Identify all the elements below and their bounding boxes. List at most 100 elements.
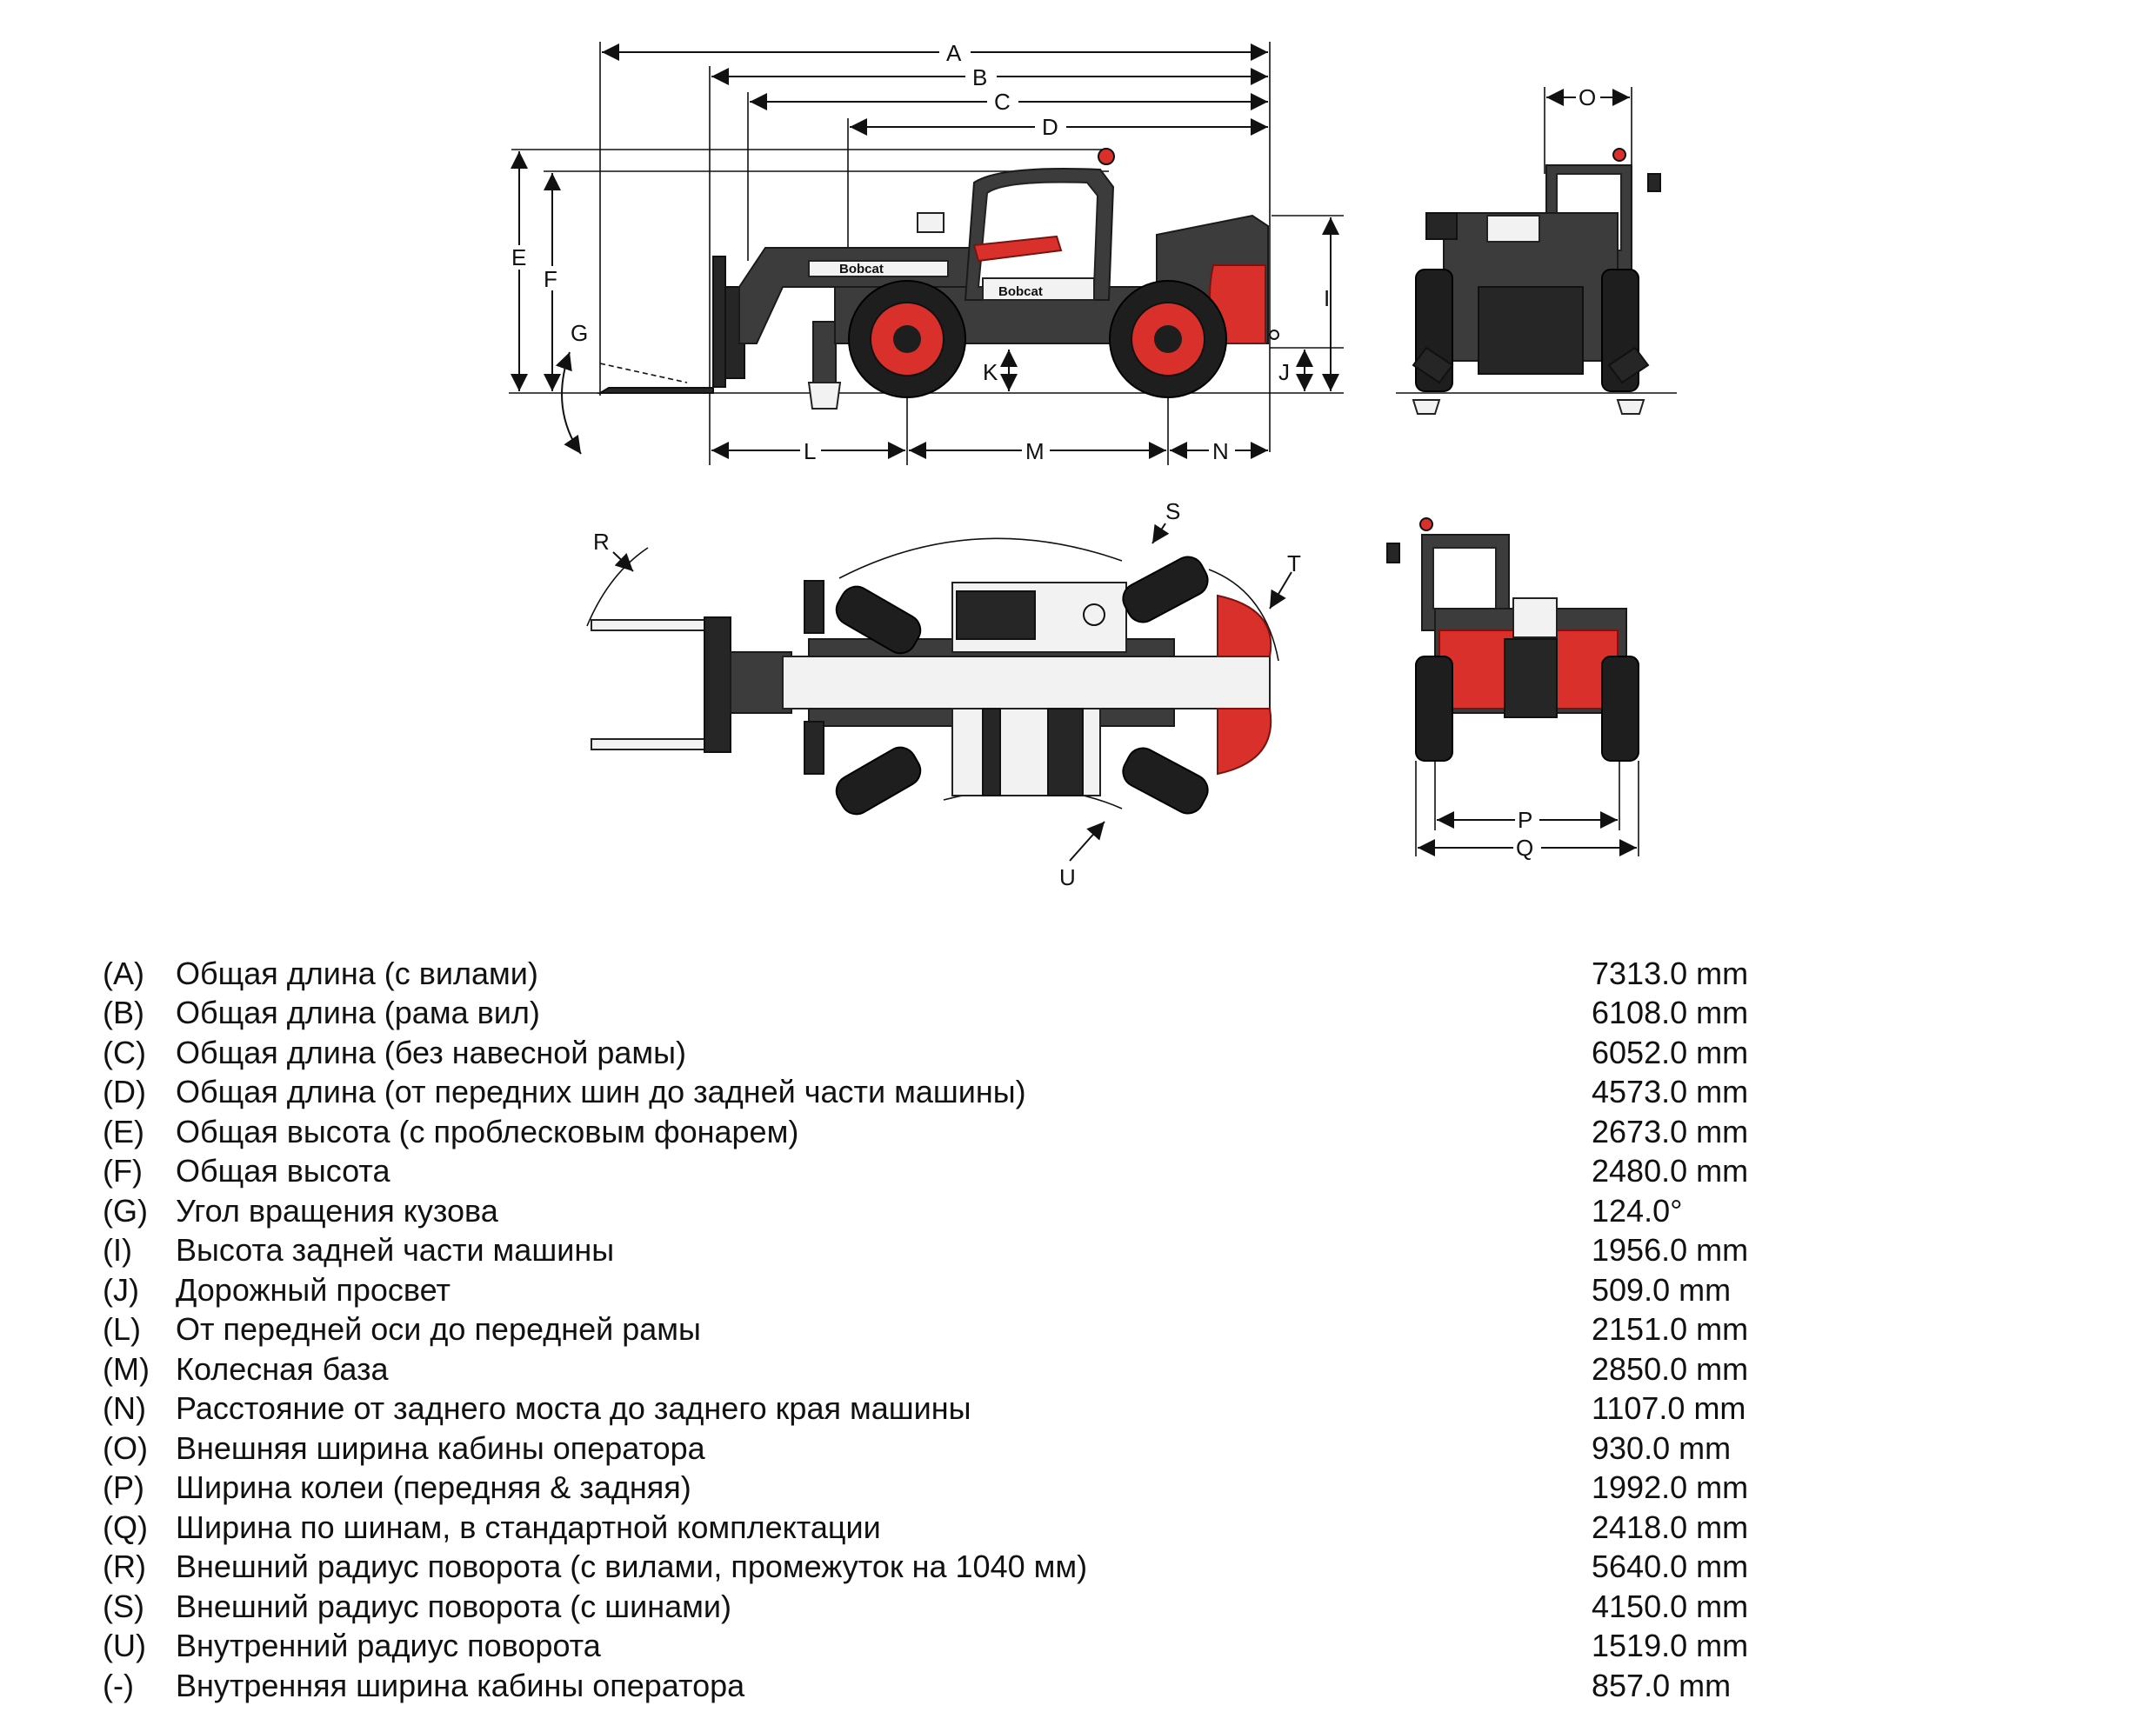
- spec-value: 4150.0 mm: [1592, 1588, 1749, 1624]
- spec-label: Общая длина (с вилами): [176, 955, 538, 991]
- spec-row-a: (A) Общая длина (с вилами) 7313.0 mm: [103, 954, 1790, 994]
- dim-label-c: C: [994, 89, 1011, 115]
- dim-label-b: B: [972, 64, 987, 90]
- dim-label-k: K: [983, 359, 998, 385]
- spec-row-m: (M) Колесная база 2850.0 mm: [103, 1349, 1790, 1389]
- spec-label: Ширина по шинам, в стандартной комплекта…: [176, 1509, 881, 1545]
- dim-label-s: S: [1165, 498, 1180, 524]
- spec-label: Внешний радиус поворота (с вилами, проме…: [176, 1549, 1088, 1585]
- rear-view: P Q: [1386, 517, 1639, 861]
- spec-value: 930.0 mm: [1592, 1429, 1732, 1466]
- spec-row-s: (S) Внешний радиус поворота (с шинами) 4…: [103, 1587, 1790, 1627]
- spec-code: (A): [103, 955, 144, 991]
- spec-label: Угол вращения кузова: [176, 1192, 498, 1229]
- dim-label-o: O: [1579, 84, 1596, 110]
- spec-row-g: (G) Угол вращения кузова 124.0°: [103, 1191, 1790, 1231]
- spec-value: 4573.0 mm: [1592, 1074, 1749, 1110]
- spec-row-c: (C) Общая длина (без навесной рамы) 6052…: [103, 1033, 1790, 1073]
- spec-code: (J): [103, 1271, 139, 1308]
- spec-label: Общая высота: [176, 1153, 390, 1189]
- spec-row-f: (F) Общая высота 2480.0 mm: [103, 1152, 1790, 1192]
- dim-label-i: I: [1324, 285, 1330, 311]
- spec-code: (O): [103, 1429, 148, 1466]
- cab-brand-label: Bobcat: [998, 284, 1043, 299]
- spec-value: 2151.0 mm: [1592, 1311, 1749, 1348]
- dimension-drawing: A B C D E F G I J K L M N: [509, 40, 1677, 890]
- spec-value: 1107.0 mm: [1592, 1390, 1746, 1427]
- spec-value: 857.0 mm: [1592, 1667, 1732, 1703]
- spec-row-i: (I) Высота задней части машины 1956.0 mm: [103, 1231, 1790, 1271]
- spec-label: От передней оси до передней рамы: [176, 1311, 701, 1348]
- dim-label-r: R: [593, 529, 610, 555]
- spec-code: (S): [103, 1588, 144, 1624]
- spec-label: Ширина колеи (передняя & задняя): [176, 1469, 691, 1506]
- spec-code: (Q): [103, 1509, 148, 1545]
- dim-label-e: E: [511, 244, 526, 270]
- spec-table: (A) Общая длина (с вилами) 7313.0 mm (B)…: [103, 954, 1790, 1706]
- spec-value: 2850.0 mm: [1592, 1350, 1749, 1387]
- dim-label-j: J: [1278, 359, 1290, 385]
- spec-label: Расстояние от заднего моста до заднего к…: [176, 1390, 971, 1427]
- spec-label: Внутренняя ширина кабины оператора: [176, 1667, 745, 1703]
- spec-code: (R): [103, 1549, 146, 1585]
- front-view: O: [1396, 84, 1677, 415]
- spec-code: (N): [103, 1390, 146, 1427]
- spec-value: 1992.0 mm: [1592, 1469, 1749, 1506]
- spec-row-inner-cab: (-) Внутренняя ширина кабины оператора 8…: [103, 1666, 1790, 1706]
- spec-code: (I): [103, 1232, 132, 1269]
- spec-code: (P): [103, 1469, 144, 1506]
- dim-label-d: D: [1042, 114, 1058, 140]
- dim-label-n: N: [1212, 438, 1229, 464]
- spec-value: 509.0 mm: [1592, 1271, 1732, 1308]
- spec-label: Внутренний радиус поворота: [176, 1628, 601, 1664]
- spec-value: 2480.0 mm: [1592, 1153, 1749, 1189]
- spec-code: (U): [103, 1628, 146, 1664]
- spec-row-r: (R) Внешний радиус поворота (с вилами, п…: [103, 1548, 1790, 1588]
- spec-code: (-): [103, 1667, 134, 1703]
- spec-code: (L): [103, 1311, 141, 1348]
- spec-label: Внешний радиус поворота (с шинами): [176, 1588, 731, 1624]
- spec-row-u: (U) Внутренний радиус поворота 1519.0 mm: [103, 1627, 1790, 1667]
- spec-code: (E): [103, 1113, 144, 1149]
- spec-value: 6052.0 mm: [1592, 1034, 1749, 1070]
- spec-code: (D): [103, 1074, 146, 1110]
- side-view: A B C D E F G I J K L M N: [509, 40, 1344, 465]
- top-view: R S T U: [586, 498, 1301, 890]
- spec-row-n: (N) Расстояние от заднего моста до задне…: [103, 1389, 1790, 1429]
- dim-label-g: G: [571, 320, 588, 346]
- spec-label: Колесная база: [176, 1350, 389, 1387]
- spec-label: Дорожный просвет: [176, 1271, 451, 1308]
- spec-label: Высота задней части машины: [176, 1232, 615, 1269]
- spec-code: (F): [103, 1153, 143, 1189]
- spec-row-d: (D) Общая длина (от передних шин до задн…: [103, 1073, 1790, 1113]
- spec-label: Общая высота (с проблесковым фонарем): [176, 1113, 799, 1149]
- spec-value: 1956.0 mm: [1592, 1232, 1749, 1269]
- spec-label: Общая длина (без навесной рамы): [176, 1034, 687, 1070]
- spec-row-q: (Q) Ширина по шинам, в стандартной компл…: [103, 1508, 1790, 1548]
- spec-value: 2673.0 mm: [1592, 1113, 1749, 1149]
- spec-row-e: (E) Общая высота (с проблесковым фонарем…: [103, 1112, 1790, 1152]
- boom-brand-label: Bobcat: [839, 262, 884, 276]
- spec-value: 124.0°: [1592, 1192, 1683, 1229]
- dim-label-p: P: [1518, 807, 1532, 833]
- spec-value: 6108.0 mm: [1592, 995, 1749, 1031]
- dim-label-t: T: [1287, 550, 1301, 576]
- dim-label-u: U: [1059, 864, 1076, 890]
- spec-row-p: (P) Ширина колеи (передняя & задняя) 199…: [103, 1469, 1790, 1509]
- dim-label-f: F: [544, 266, 557, 292]
- spec-value: 5640.0 mm: [1592, 1549, 1749, 1585]
- spec-code: (C): [103, 1034, 146, 1070]
- spec-code: (G): [103, 1192, 148, 1229]
- spec-row-b: (B) Общая длина (рама вил) 6108.0 mm: [103, 994, 1790, 1034]
- dim-label-m: M: [1025, 438, 1045, 464]
- dim-label-l: L: [804, 438, 816, 464]
- spec-value: 2418.0 mm: [1592, 1509, 1749, 1545]
- spec-value: 7313.0 mm: [1592, 955, 1749, 991]
- spec-code: (B): [103, 995, 144, 1031]
- spec-label: Общая длина (от передних шин до задней ч…: [176, 1074, 1026, 1110]
- telehandler-side: Bobcat Bobcat: [597, 148, 1279, 410]
- dim-label-a: A: [946, 40, 962, 66]
- spec-label: Внешняя ширина кабины оператора: [176, 1429, 705, 1466]
- dim-label-q: Q: [1516, 835, 1533, 861]
- spec-row-o: (O) Внешняя ширина кабины оператора 930.…: [103, 1429, 1790, 1469]
